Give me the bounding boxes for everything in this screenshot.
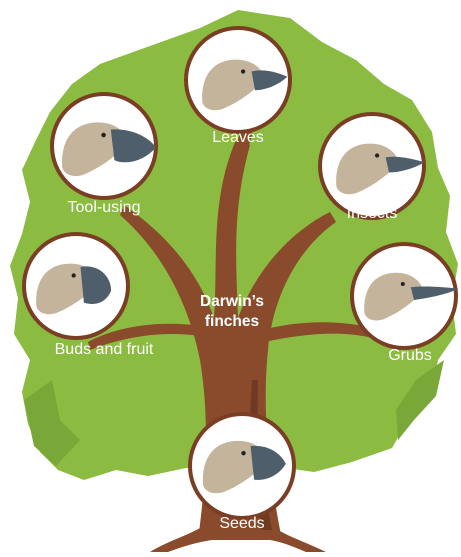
finch-label: Tool-using <box>68 199 141 216</box>
finch-label: Grubs <box>388 347 432 364</box>
finch-label: Seeds <box>219 515 264 532</box>
title-line-2: finches <box>205 313 259 330</box>
root-right <box>270 530 326 552</box>
title-line-1: Darwin’s <box>200 293 264 310</box>
finch-label: Insects <box>347 205 398 222</box>
finch-label: Buds and fruit <box>55 341 154 358</box>
finch-label: Leaves <box>212 129 264 146</box>
root-left <box>150 528 212 552</box>
